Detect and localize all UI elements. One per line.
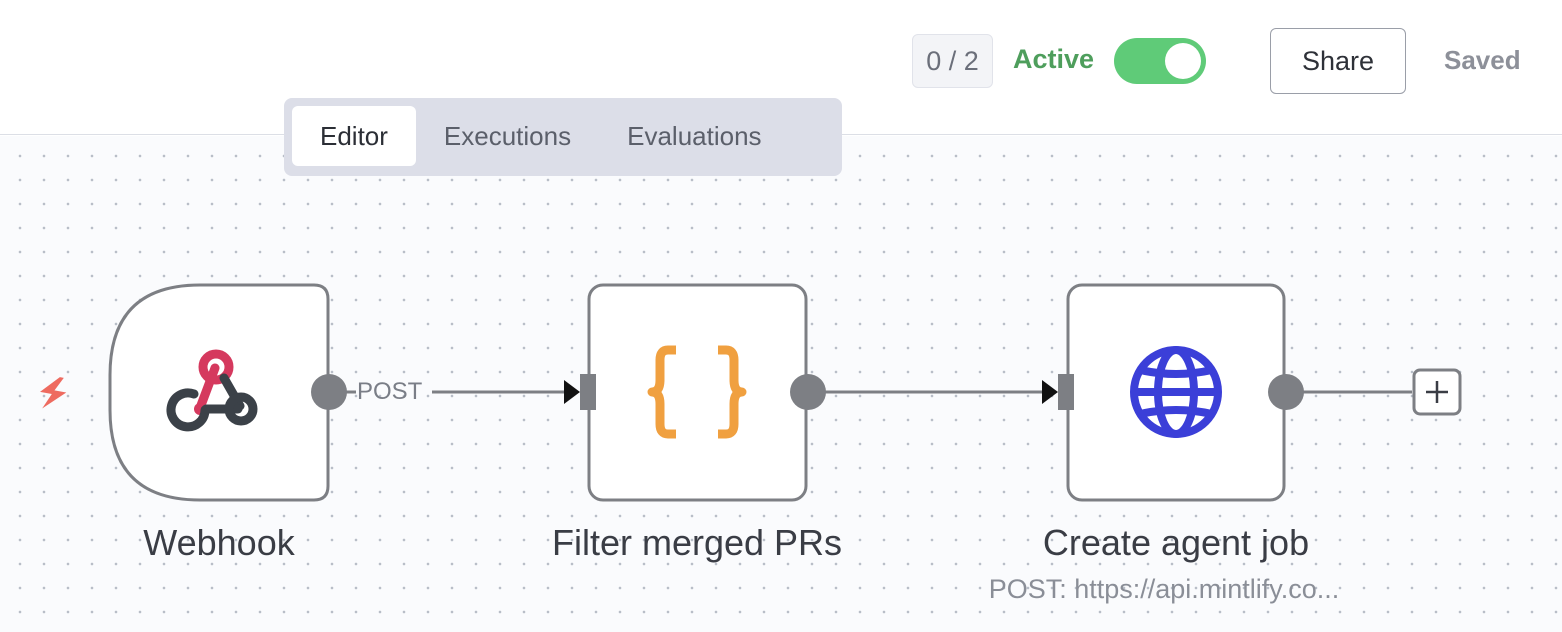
webhook-icon: [166, 349, 258, 432]
add-node-button[interactable]: [1412, 368, 1462, 416]
active-toggle[interactable]: [1114, 38, 1206, 84]
node-filter-merged-prs[interactable]: [580, 283, 826, 502]
filter-output-handle[interactable]: [790, 374, 826, 410]
tab-executions[interactable]: Executions: [443, 120, 572, 151]
node-label-webhook: Webhook: [143, 522, 295, 563]
node-subtitle-create-job: POST: https://api.mintlify.co...: [988, 574, 1340, 604]
braces-icon: [647, 345, 747, 439]
lightning-icon: [40, 377, 67, 409]
node-label-filter: Filter merged PRs: [551, 522, 843, 563]
filter-input-handle[interactable]: [580, 374, 596, 410]
share-button[interactable]: Share: [1270, 28, 1406, 94]
execution-counter: 0 / 2: [912, 34, 993, 88]
tab-evaluations[interactable]: Evaluations: [627, 120, 762, 151]
edge-filter-to-create-job[interactable]: [808, 380, 1058, 404]
create-job-input-handle[interactable]: [1058, 374, 1074, 410]
node-create-agent-job[interactable]: [1058, 283, 1304, 502]
edge-label-post: POST: [357, 378, 423, 405]
node-label-create-job: Create agent job: [1042, 522, 1310, 563]
globe-icon: [1130, 346, 1222, 438]
node-webhook[interactable]: [108, 283, 347, 502]
webhook-output-handle[interactable]: [311, 374, 347, 410]
saved-status: Saved: [1444, 45, 1521, 75]
tab-editor[interactable]: Editor: [292, 106, 416, 166]
view-tabs: Editor Executions Evaluations: [284, 98, 842, 176]
toggle-knob: [1165, 43, 1201, 79]
plus-icon: [1426, 381, 1448, 403]
active-label: Active: [1013, 44, 1095, 74]
create-job-output-handle[interactable]: [1268, 374, 1304, 410]
